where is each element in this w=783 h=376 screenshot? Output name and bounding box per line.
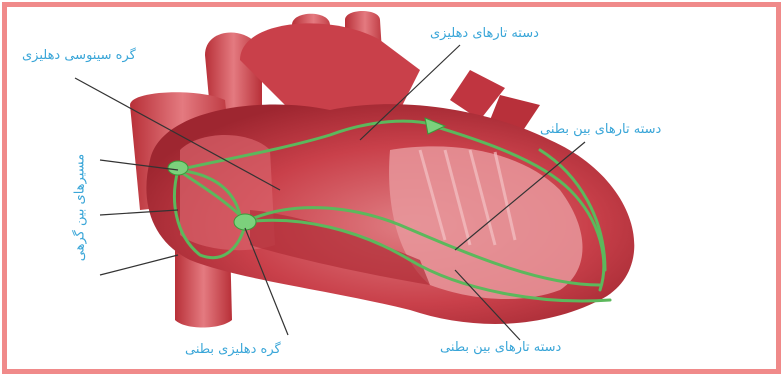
label-av-node: گره دهلیزی بطنی xyxy=(185,342,281,357)
av-node-marker xyxy=(234,214,256,230)
internodal-pointer-3 xyxy=(100,255,178,275)
label-internodal-paths: مسیرهای بین گرهی xyxy=(73,148,88,268)
label-ventricular-bundle-bottom: دسته تارهای بین بطنی xyxy=(440,340,561,355)
label-atrial-bundle: دسته تارهای دهلیزی xyxy=(430,26,539,41)
label-sa-node: گره سینوسی دهلیزی xyxy=(22,48,136,63)
label-ventricular-bundle-right: دسته تارهای بین بطنی xyxy=(540,122,661,137)
sa-node-marker xyxy=(168,161,188,175)
